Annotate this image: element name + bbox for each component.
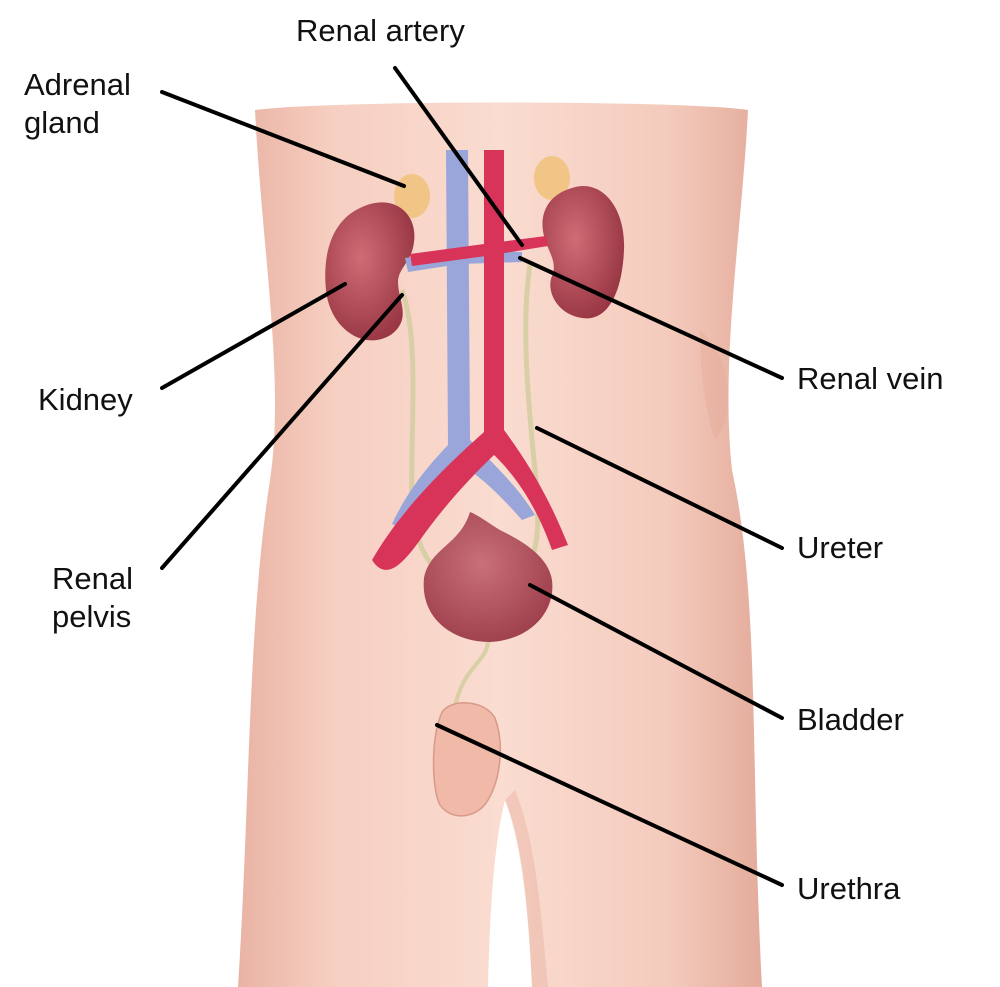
label-renal-vein: Renal vein	[797, 361, 944, 396]
label-renal-artery: Renal artery	[296, 13, 465, 48]
leader-line-ureter	[535, 426, 784, 550]
leader-line-renal-artery	[393, 66, 524, 247]
vena-cava	[392, 150, 535, 530]
label-urethra: Urethra	[797, 871, 901, 906]
label-renal-pelvis-line2: pelvis	[52, 599, 132, 634]
leader-line-kidney	[160, 282, 347, 390]
label-adrenal-gland-line1: Adrenal	[24, 67, 131, 102]
leader-lines	[160, 66, 784, 887]
leader-line-renal-pelvis	[160, 293, 404, 570]
label-ureter: Ureter	[797, 530, 884, 565]
leader-line-renal-vein	[518, 256, 784, 380]
leader-line-adrenal-gland	[160, 90, 406, 188]
renal-artery-connector	[410, 236, 548, 266]
label-kidney: Kidney	[38, 382, 133, 417]
leader-line-urethra	[435, 723, 784, 887]
label-renal-pelvis-line1: Renal	[52, 561, 133, 596]
label-adrenal-gland-line2: gland	[24, 105, 100, 140]
hip-shadow-right	[700, 330, 729, 440]
leader-line-bladder	[528, 583, 784, 720]
label-bladder: Bladder	[797, 702, 904, 737]
bladder-organ	[423, 512, 553, 642]
aorta	[372, 150, 568, 570]
adrenal-gland-right	[534, 156, 570, 200]
leg-shadow	[505, 790, 548, 987]
kidney-right	[542, 185, 625, 319]
